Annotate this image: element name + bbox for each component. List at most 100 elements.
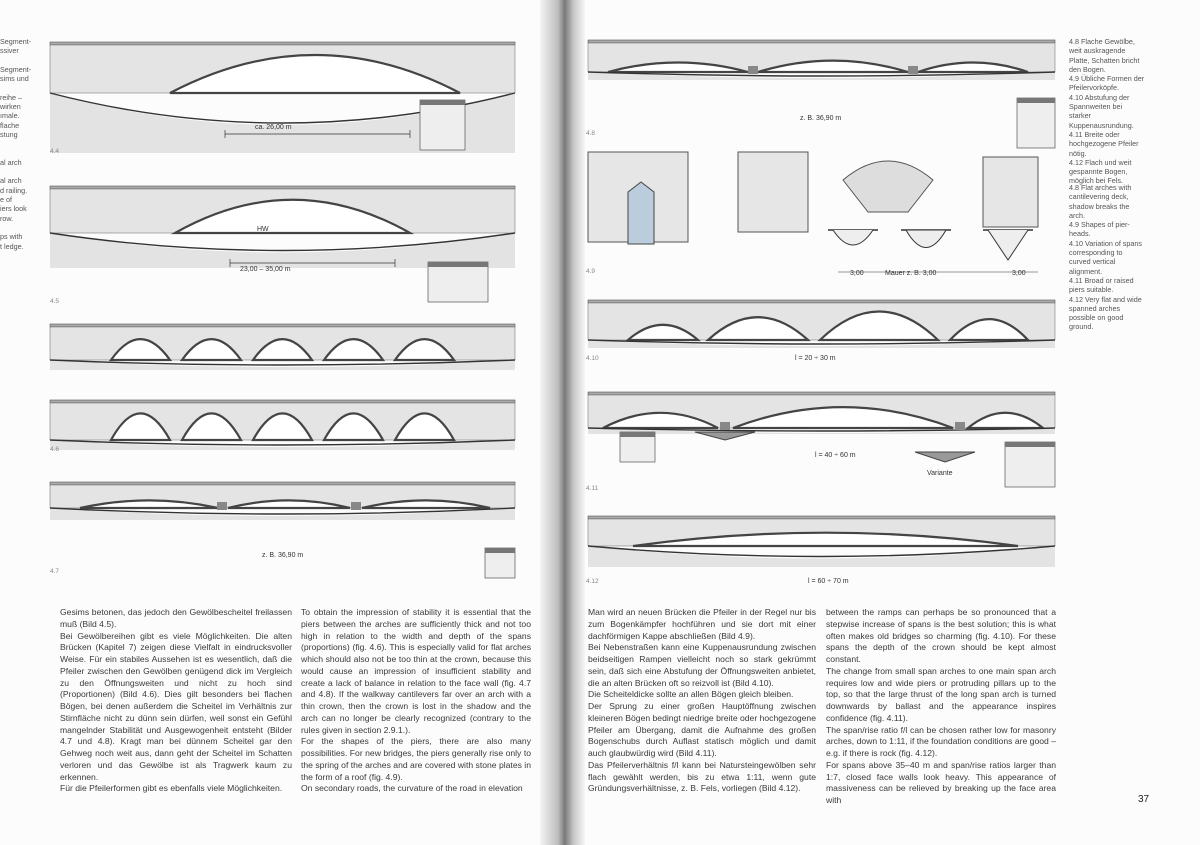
- arch: [251, 412, 314, 442]
- paragraph: 4.12 Flach und weit gespannte Bogen, mög…: [1069, 157, 1132, 186]
- paragraph: Man wird an neuen Brücken die Pfeiler in…: [588, 607, 816, 641]
- arch: [732, 406, 954, 430]
- dimension-label: 23,00 – 35,00 m: [240, 266, 291, 273]
- arch: [180, 412, 243, 442]
- arch: [964, 411, 1047, 430]
- bridge-drawing-4-8: [587, 39, 1056, 80]
- paragraph: t ledge.: [0, 241, 24, 251]
- arch: [607, 61, 749, 74]
- bridge-drawing-4-10: [587, 299, 1056, 348]
- paragraph: Segment-: [0, 37, 32, 46]
- dimension-label: l = 40 ÷ 60 m: [815, 452, 856, 459]
- pier: [720, 422, 730, 430]
- ground: [50, 233, 515, 268]
- pier: [955, 422, 965, 430]
- cross-section-detail: [1004, 441, 1056, 488]
- paragraph: To obtain the impression of stability it…: [301, 607, 531, 735]
- paragraph: ımale.: [0, 111, 20, 121]
- arch: [322, 412, 385, 442]
- cross-section-detail: [1016, 97, 1056, 149]
- arch: [179, 338, 244, 362]
- ground: [50, 93, 515, 153]
- paragraph: For spans above 35–40 m and span/rise ra…: [826, 759, 1056, 805]
- pier: [351, 502, 361, 510]
- paragraph: Die Scheiteldicke sollte an allen Bögen …: [588, 689, 794, 700]
- paragraph: Bei Nebenstraßen kann eine Kuppenausrund…: [588, 642, 816, 688]
- paragraph: Der Sprung zu einer großen Hauptöffnung …: [588, 701, 816, 758]
- german-text-right: Man wird an neuen Brücken die Pfeiler in…: [588, 607, 816, 795]
- ground: [50, 360, 515, 370]
- paragraph: sims und: [0, 74, 29, 84]
- paragraph: 4.11 Breite oder hochgezogene Pfeiler nö…: [1069, 129, 1139, 158]
- pier-plan: [828, 229, 878, 246]
- pier-heads-drawing-4-9: [587, 151, 1039, 273]
- paragraph: flache: [0, 120, 20, 130]
- arch: [79, 499, 219, 510]
- ground: [50, 440, 515, 450]
- bridge-drawing-4-4: [49, 41, 516, 153]
- arch: [602, 411, 719, 430]
- arch: [361, 499, 491, 510]
- dimension-label: 3,00: [1012, 270, 1026, 277]
- paragraph: d railing.: [0, 185, 28, 195]
- paragraph: 4.8 Flat arches with cantilevering deck,…: [1069, 183, 1132, 220]
- arch: [817, 310, 941, 342]
- pier-plan: [901, 229, 951, 248]
- pier-stepped: [982, 156, 1039, 228]
- arch: [393, 412, 456, 442]
- paragraph: wirken: [0, 102, 21, 112]
- figure-number: 4.5: [50, 298, 60, 305]
- paragraph: 4.10 Variation of spans corresponding to…: [1069, 238, 1142, 276]
- dimension-label: Mauer z. B. 3,00: [885, 270, 937, 277]
- arch: [917, 61, 1029, 74]
- paragraph: ssiver: [0, 46, 19, 56]
- figure-captions-english: 4.8 Flat arches with cantilevering deck,…: [1069, 183, 1145, 332]
- book-gutter: [540, 0, 585, 845]
- paragraph: al arch: [0, 176, 22, 186]
- arch: [705, 316, 811, 342]
- arch: [250, 338, 315, 362]
- paragraph: row.: [0, 213, 14, 223]
- pier-head-rounded: [842, 160, 934, 213]
- arch: [321, 338, 386, 362]
- figure-number: 4.10: [586, 355, 599, 362]
- paragraph: al arch: [0, 157, 22, 167]
- paragraph: On secondary roads, the curvature of the…: [301, 783, 523, 794]
- pier-elevation: [737, 151, 809, 233]
- bridge-drawing-4-12: [587, 515, 1056, 567]
- dimension-label: l = 20 ÷ 30 m: [795, 355, 836, 362]
- paragraph: e of: [0, 195, 12, 205]
- paragraph: 4.10 Abstufung der Spannweiten bei stark…: [1069, 92, 1134, 130]
- figure-captions-german: 4.8 Flache Gewölbe, weit auskragende Pla…: [1069, 37, 1145, 186]
- cross-section-detail: [419, 99, 466, 151]
- paragraph: The change from small span arches to one…: [826, 665, 1056, 723]
- pier: [748, 66, 758, 74]
- pier-head: [627, 181, 655, 245]
- variante-label: Variante: [927, 470, 953, 477]
- page-number: 37: [1138, 794, 1150, 805]
- detail-sections: [419, 97, 1056, 579]
- pier-plan: [983, 229, 1033, 261]
- dimension-label: 3,00: [850, 270, 864, 277]
- arch: [108, 338, 173, 362]
- arch: [109, 412, 172, 442]
- arch: [632, 531, 1019, 548]
- arch: [392, 338, 457, 362]
- english-text-left: To obtain the impression of stability it…: [301, 607, 531, 795]
- paragraph: For the shapes of the piers, there are a…: [301, 736, 531, 782]
- ground: [588, 546, 1055, 567]
- figure-number: 4.9: [586, 268, 596, 275]
- bridge-drawing-4-11: [587, 391, 1056, 434]
- dimension-label: ca. 26,00 m: [255, 124, 292, 131]
- dimension-label: z. B. 36,90 m: [800, 115, 842, 122]
- paragraph: ps with: [0, 232, 23, 242]
- high-water-label: HW: [257, 226, 269, 233]
- figure-number: 4.8: [586, 130, 596, 137]
- figure-number: 4.7: [50, 568, 60, 575]
- cross-section-detail: [427, 261, 489, 303]
- paragraph: between the ramps can perhaps be so pron…: [826, 607, 1056, 664]
- figure-number: 4.4: [50, 148, 60, 155]
- paragraph: Bei Gewölbereihen gibt es viele Möglichk…: [60, 630, 292, 782]
- ground: [588, 72, 1055, 80]
- paragraph: Gesims betonen, das jedoch den Gewölbesc…: [60, 607, 292, 629]
